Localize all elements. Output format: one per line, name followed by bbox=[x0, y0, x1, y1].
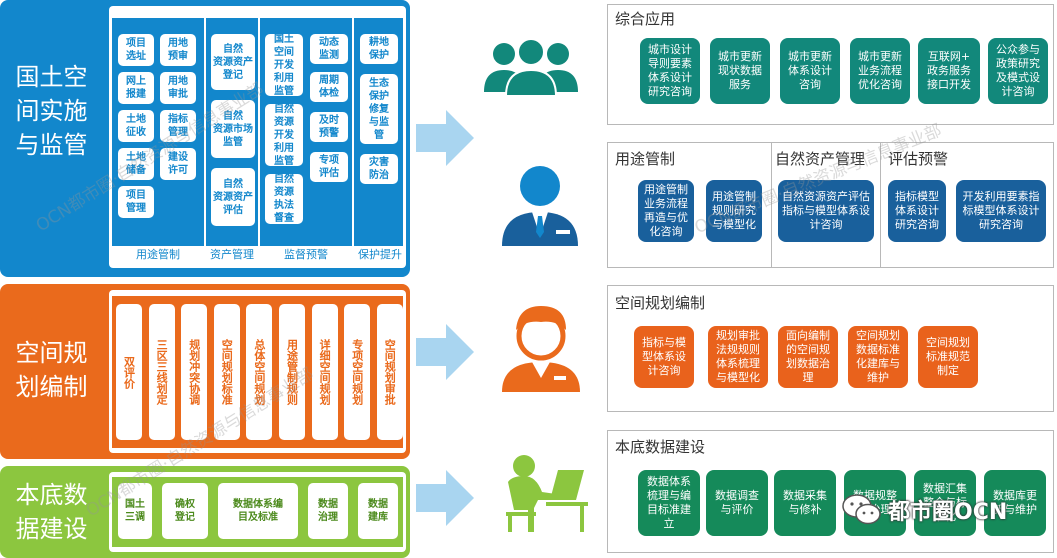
usage-item-online-report[interactable]: 网上 报建 bbox=[118, 72, 154, 104]
warning-title: 评估预警 bbox=[888, 150, 949, 168]
base-item-investigation[interactable]: 数据调查 与评价 bbox=[706, 470, 768, 536]
comprehensive-item-public-participation[interactable]: 公众参与 政策研究 及模式设 计咨询 bbox=[988, 38, 1048, 104]
comprehensive-title: 综合应用 bbox=[615, 10, 676, 28]
brand-logo-text: 都市圈OCN bbox=[888, 500, 1008, 525]
spatial-item-approval-rules[interactable]: 规划审批 法规规则 体系梳理 与模型化 bbox=[708, 326, 768, 388]
base-item-catalog[interactable]: 数据体系编 目及标准 bbox=[218, 483, 298, 539]
group-divider bbox=[204, 18, 206, 264]
usage-group-title: 用途管制 bbox=[136, 248, 180, 261]
usage-item-project-management[interactable]: 项目 管理 bbox=[118, 186, 154, 218]
comprehensive-item-renewal-system[interactable]: 城市更新 体系设计 咨询 bbox=[780, 38, 840, 104]
planning-item[interactable]: 用途管制规则 bbox=[279, 304, 305, 440]
arrow-right-icon bbox=[416, 470, 474, 526]
comprehensive-item-renewal-process[interactable]: 城市更新 业务流程 优化咨询 bbox=[850, 38, 910, 104]
wechat-icon bbox=[842, 494, 881, 525]
usage-title: 用途管制 bbox=[615, 150, 676, 168]
comprehensive-item-internet-gov[interactable]: 互联网+ 政务服务 接口开发 bbox=[918, 38, 980, 104]
brand-logo: 都市圈OCN bbox=[842, 490, 1052, 530]
planning-item[interactable]: 总体空间规划 bbox=[246, 304, 273, 440]
warning-item-timely-warning[interactable]: 及时 预警 bbox=[310, 112, 348, 142]
protect-item-disaster[interactable]: 灾害 防治 bbox=[360, 154, 398, 184]
comprehensive-item-urban-design[interactable]: 城市设计 导则要素 体系设计 研究咨询 bbox=[640, 38, 700, 104]
usage-item-land-approval[interactable]: 用地 审批 bbox=[160, 72, 196, 104]
warning-item-special-assessment[interactable]: 专项 评估 bbox=[310, 152, 348, 182]
comprehensive-item-renewal-data[interactable]: 城市更新 现状数据 服务 bbox=[710, 38, 770, 104]
protect-group-title: 保护提升 bbox=[358, 248, 402, 261]
usage-item-rules[interactable]: 用途管制 规则研究 与模型化 bbox=[706, 180, 762, 242]
warning-item-land-use-supervision[interactable]: 国土 空间 开发 利用 监管 bbox=[265, 34, 303, 97]
group-divider bbox=[258, 18, 260, 264]
usage-item-land-acquisition[interactable]: 土地 征收 bbox=[118, 110, 154, 142]
usage-item-quota-management[interactable]: 指标 管理 bbox=[160, 110, 196, 142]
panel-divider bbox=[771, 142, 772, 268]
asset-item-evaluation[interactable]: 自然 资源资产 评估 bbox=[211, 168, 255, 226]
protect-item-farmland[interactable]: 耕地 保护 bbox=[360, 34, 398, 64]
base-item-survey[interactable]: 国土 三调 bbox=[118, 483, 152, 539]
planning-item[interactable]: 专项空间规划 bbox=[344, 304, 371, 440]
base-item-ownership[interactable]: 确权 登记 bbox=[162, 483, 208, 539]
base-item-database[interactable]: 数据 建库 bbox=[358, 483, 398, 539]
protect-item-ecology[interactable]: 生态 保护 修复 与监 管 bbox=[360, 74, 398, 144]
planning-item[interactable]: 空间规划审批 bbox=[376, 304, 403, 440]
warning-item-development-model[interactable]: 开发利用要素指 标模型体系设计 研究咨询 bbox=[956, 180, 1046, 242]
national-label: 国土空 间实施 与监管 bbox=[15, 63, 88, 159]
planning-item[interactable]: 空间规划标准 bbox=[213, 304, 240, 440]
asset-title: 自然资产管理 bbox=[775, 150, 866, 168]
usage-item-process[interactable]: 用途管制 业务流程 再造与优 化咨询 bbox=[638, 180, 694, 242]
arrow-right-icon bbox=[416, 324, 474, 380]
base-label: 本底数 据建设 bbox=[15, 481, 88, 543]
spatial-item-data-governance[interactable]: 面向编制 的空间规 划数据治 理 bbox=[778, 326, 838, 388]
asset-item-registration[interactable]: 自然 资源资产 登记 bbox=[211, 34, 255, 90]
panel-divider bbox=[880, 142, 881, 268]
asset-group-title: 资产管理 bbox=[210, 248, 254, 261]
warning-item-dynamic-monitoring[interactable]: 动态 监测 bbox=[310, 34, 348, 64]
usage-item-land-preexam[interactable]: 用地 预审 bbox=[160, 34, 196, 66]
base-item-governance[interactable]: 数据 治理 bbox=[308, 483, 348, 539]
spatial-title: 空间规划编制 bbox=[615, 294, 706, 312]
base-item-collection[interactable]: 数据采集 与修补 bbox=[774, 470, 836, 536]
warning-item-law-enforcement[interactable]: 自然 资源 执法 督查 bbox=[265, 174, 303, 224]
usage-item-site-selection[interactable]: 项目 选址 bbox=[118, 34, 154, 66]
planning-label: 空间规 划编制 bbox=[15, 339, 88, 401]
spatial-item-standard-spec[interactable]: 空间规划 标准规范 制定 bbox=[918, 326, 978, 388]
warning-item-indicator-model[interactable]: 指标模型 体系设计 研究咨询 bbox=[888, 180, 946, 242]
usage-item-land-reserve[interactable]: 土地 储备 bbox=[118, 148, 154, 180]
usage-item-construction-permit[interactable]: 建设 许可 bbox=[160, 148, 196, 180]
arrow-right-icon bbox=[416, 110, 474, 166]
worker-icon bbox=[502, 306, 580, 392]
base-item-catalog-standard[interactable]: 数据体系 梳理与编 目标准建 立 bbox=[638, 470, 700, 536]
group-users-icon bbox=[484, 38, 578, 96]
warning-item-periodic-check[interactable]: 周期 体检 bbox=[310, 72, 348, 102]
computer-user-icon bbox=[506, 455, 588, 532]
planning-item[interactable]: 双评价 bbox=[116, 304, 142, 440]
asset-item-evaluation-model[interactable]: 自然资源资产评估 指标与模型体系设 计咨询 bbox=[778, 180, 874, 242]
planning-item[interactable]: 详细空间规划 bbox=[311, 304, 338, 440]
base-item-db-update[interactable]: 数据库更 新与维护 bbox=[984, 470, 1046, 536]
base-title: 本底数据建设 bbox=[615, 438, 706, 456]
planning-item[interactable]: 规划冲突协调 bbox=[181, 304, 208, 440]
warning-item-resource-supervision[interactable]: 自然 资源 开发 利用 监管 bbox=[265, 104, 303, 167]
spatial-item-standard-db[interactable]: 空间规划 数据标准 化建库与 维护 bbox=[848, 326, 908, 388]
asset-item-market-supervision[interactable]: 自然 资源市场 监管 bbox=[211, 100, 255, 158]
base-item-integration[interactable]: 数据汇集 整合与标 准化 bbox=[914, 470, 976, 536]
planning-item[interactable]: 三区三线划定 bbox=[148, 304, 175, 440]
group-divider bbox=[352, 18, 354, 264]
spatial-item-indicator[interactable]: 指标与模 型体系设 计咨询 bbox=[634, 326, 694, 388]
supervise-group-title: 监督预警 bbox=[284, 248, 328, 261]
businessman-icon bbox=[502, 166, 578, 246]
